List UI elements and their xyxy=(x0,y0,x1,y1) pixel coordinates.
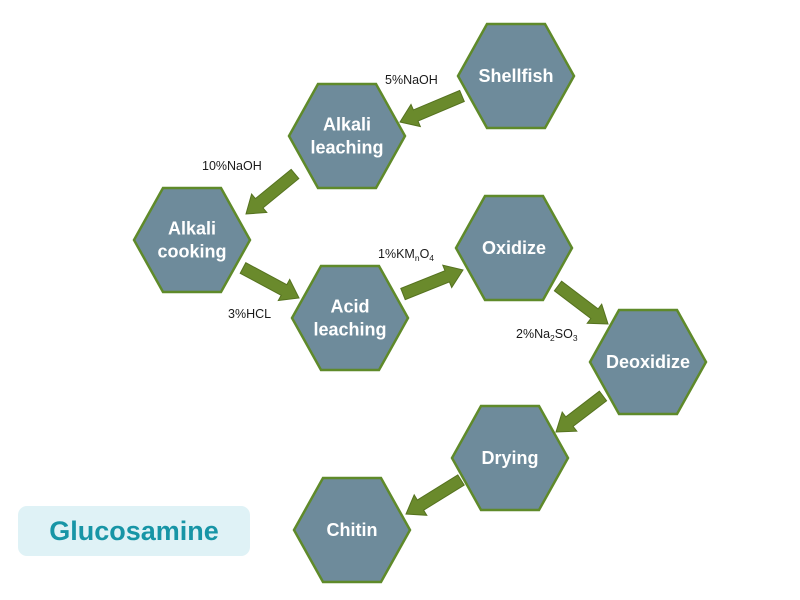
reagent-label-shellfish-to-alkali-leaching: 5%NaOH xyxy=(385,73,438,87)
step-acid-leaching: Acid leaching xyxy=(290,264,410,372)
arrow-shellfish-to-alkali-leaching xyxy=(399,89,465,128)
hexagon-shape xyxy=(454,194,574,302)
hexagon-shape xyxy=(456,22,576,130)
arrow-oxidize-to-deoxidize xyxy=(553,280,609,325)
step-label: Chitin xyxy=(327,520,378,540)
reagent-label-oxidize-to-deoxidize: 2%Na2SO3 xyxy=(516,327,578,343)
step-label: cooking xyxy=(157,242,226,262)
step-deoxidize: Deoxidize xyxy=(588,308,708,416)
step-label: Drying xyxy=(481,448,538,468)
arrow-drying-to-chitin xyxy=(405,474,465,516)
hexagon-shape xyxy=(588,308,708,416)
step-label: Oxidize xyxy=(482,238,546,258)
step-drying: Drying xyxy=(450,404,570,512)
hexagon-shape xyxy=(290,264,410,372)
step-label: Alkali xyxy=(168,219,216,239)
arrow-deoxidize-to-drying xyxy=(555,390,608,433)
arrow-acid-leaching-to-oxidize xyxy=(400,264,464,301)
step-label: leaching xyxy=(310,138,383,158)
reagent-label-acid-leaching-to-oxidize: 1%KMnO4 xyxy=(378,247,434,263)
hexagon-shape xyxy=(292,476,412,584)
arrow-alkali-cooking-to-acid-leaching xyxy=(239,262,300,302)
step-alkali-cooking: Alkali cooking xyxy=(132,186,252,294)
reagent-label-alkali-leaching-to-alkali-cooking: 10%NaOH xyxy=(202,159,262,173)
step-label: Acid xyxy=(330,297,369,317)
step-chitin: Chitin xyxy=(292,476,412,584)
step-alkali-leaching: Alkali leaching xyxy=(287,82,407,190)
step-label: Alkali xyxy=(323,115,371,135)
reagent-label-alkali-cooking-to-acid-leaching: 3%HCL xyxy=(228,307,271,321)
hexagon-shape xyxy=(132,186,252,294)
step-shellfish: Shellfish xyxy=(456,22,576,130)
glucosamine-badge: Glucosamine xyxy=(18,506,250,556)
step-label: Shellfish xyxy=(478,66,553,86)
hexagon-shape xyxy=(450,404,570,512)
badge-label: Glucosamine xyxy=(49,515,219,546)
step-oxidize: Oxidize xyxy=(454,194,574,302)
hexagon-shape xyxy=(287,82,407,190)
step-label: Deoxidize xyxy=(606,352,690,372)
arrow-alkali-leaching-to-alkali-cooking xyxy=(245,168,300,215)
step-label: leaching xyxy=(313,320,386,340)
